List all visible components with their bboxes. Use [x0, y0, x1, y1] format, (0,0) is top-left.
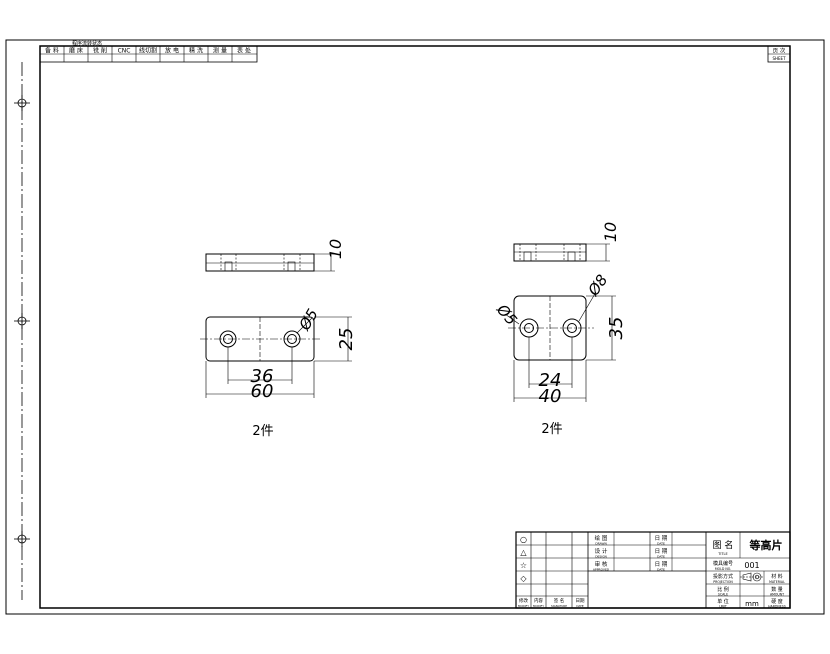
process-cell: 测 量 — [213, 47, 227, 55]
hardness-sub: HARDNESS — [768, 605, 786, 609]
design-sub: DESIGN — [595, 555, 607, 559]
part-a-height-dim: 10 — [326, 239, 345, 259]
part-a-width-dim: 60 — [251, 381, 274, 402]
revision-footer-sub: MODIFY — [518, 604, 529, 608]
revision-footer-sub: SIGNATURE — [551, 604, 567, 608]
part-b-width-dim: 40 — [539, 386, 562, 407]
projection-label: 投影方式 — [713, 573, 733, 580]
registration-mark-bottom — [14, 531, 30, 547]
process-cell: CNC — [118, 48, 131, 55]
drawing-title: 等高片 — [749, 538, 783, 552]
revision-footer-label: 修改 — [519, 597, 528, 604]
inner-frame — [39, 45, 791, 609]
revision-symbol: ☆ — [520, 561, 527, 570]
mold-sub: MOLD NO. — [715, 567, 731, 571]
mold-label: 模具编号 — [713, 560, 733, 567]
part-a-side-view — [205, 253, 335, 272]
material-sub: MATERIAL — [769, 580, 785, 584]
title-sub: TITLE — [717, 552, 727, 556]
revision-footer-sub: MODIFY — [533, 604, 544, 608]
revision-symbol: ○ — [520, 535, 527, 544]
registration-mark-middle — [14, 313, 30, 329]
revision-footer-label: 签 名 — [554, 597, 564, 604]
unit-value: mm — [745, 600, 759, 608]
material-label: 材 料 — [771, 573, 783, 580]
date-label: 日 期 — [655, 548, 668, 555]
part-b-hole-dim: Ø5 — [492, 300, 520, 329]
hardness-label: 硬 度 — [771, 598, 783, 605]
date-sub: DATE — [657, 568, 665, 572]
process-cell: 表 处 — [237, 47, 251, 55]
part-a-depth-dim: 25 — [336, 328, 357, 351]
registration-mark-top — [14, 95, 30, 111]
part-b-counterbore-dim: Ø8 — [584, 271, 612, 300]
process-cell: 放 电 — [165, 47, 179, 55]
part-a-top-view — [200, 316, 352, 398]
amount-sub: AMOUNT — [770, 593, 784, 597]
amount-label: 数 量 — [771, 586, 783, 593]
design-label: 设 计 — [595, 547, 608, 555]
projection-symbol-icon — [740, 572, 763, 582]
part-b-side-view — [513, 243, 610, 262]
part-b-top-view — [504, 291, 616, 402]
unit-label: 单 位 — [717, 598, 729, 605]
title-label: 图 名 — [713, 539, 734, 551]
part-a-quantity: 2件 — [252, 424, 273, 439]
revision-symbol: ◇ — [520, 574, 527, 583]
process-cell: 精 洗 — [189, 47, 203, 55]
process-header-caption: 程序流转状态 — [72, 40, 102, 47]
revision-footer-label: 内容 — [534, 597, 543, 604]
sheet-label: 页 次 — [773, 47, 786, 55]
date-sub: DATE — [657, 555, 665, 559]
sheet-sub: SHEET — [772, 56, 786, 61]
part-a-hole-dim: Ø5 — [295, 306, 322, 334]
scale-label: 比 例 — [717, 586, 729, 593]
revision-symbol: △ — [520, 548, 527, 557]
process-cell: 磨 床 — [69, 47, 83, 55]
part-b-depth-dim: 35 — [606, 317, 627, 340]
unit-sub: UNIT — [719, 605, 727, 609]
revision-footer-sub: DATE — [576, 604, 584, 608]
approved-label: 审 核 — [595, 560, 608, 568]
outer-frame — [5, 39, 825, 615]
process-cell: 线切割 — [139, 47, 157, 55]
drawn-sub: DRAWN — [595, 542, 606, 546]
date-label: 日 期 — [655, 561, 668, 568]
title-block — [515, 531, 791, 609]
date-label: 日 期 — [655, 535, 668, 542]
projection-sub: PROJECTION — [713, 580, 733, 584]
sheet-number-box: 页 次 SHEET — [767, 45, 791, 63]
part-a-spacing-dim: 36 — [251, 366, 274, 387]
revision-footer-label: 日期 — [576, 598, 585, 604]
part-b-height-dim: 10 — [601, 222, 620, 242]
part-b-spacing-dim: 24 — [539, 370, 562, 391]
mold-number: 001 — [744, 561, 759, 570]
part-b-quantity: 2件 — [541, 422, 562, 437]
drawn-label: 绘 图 — [595, 534, 608, 542]
approved-sub: APPROVED — [593, 568, 610, 572]
date-sub: DATE — [657, 542, 665, 546]
process-cell: 铣 削 — [93, 47, 107, 55]
scale-sub: SCALE — [718, 593, 728, 597]
process-header-row: 程序流转状态 备 料 磨 床 铣 削 CNC 线切割 放 电 精 洗 测 量 表… — [39, 40, 258, 63]
process-cell: 备 料 — [45, 47, 59, 55]
